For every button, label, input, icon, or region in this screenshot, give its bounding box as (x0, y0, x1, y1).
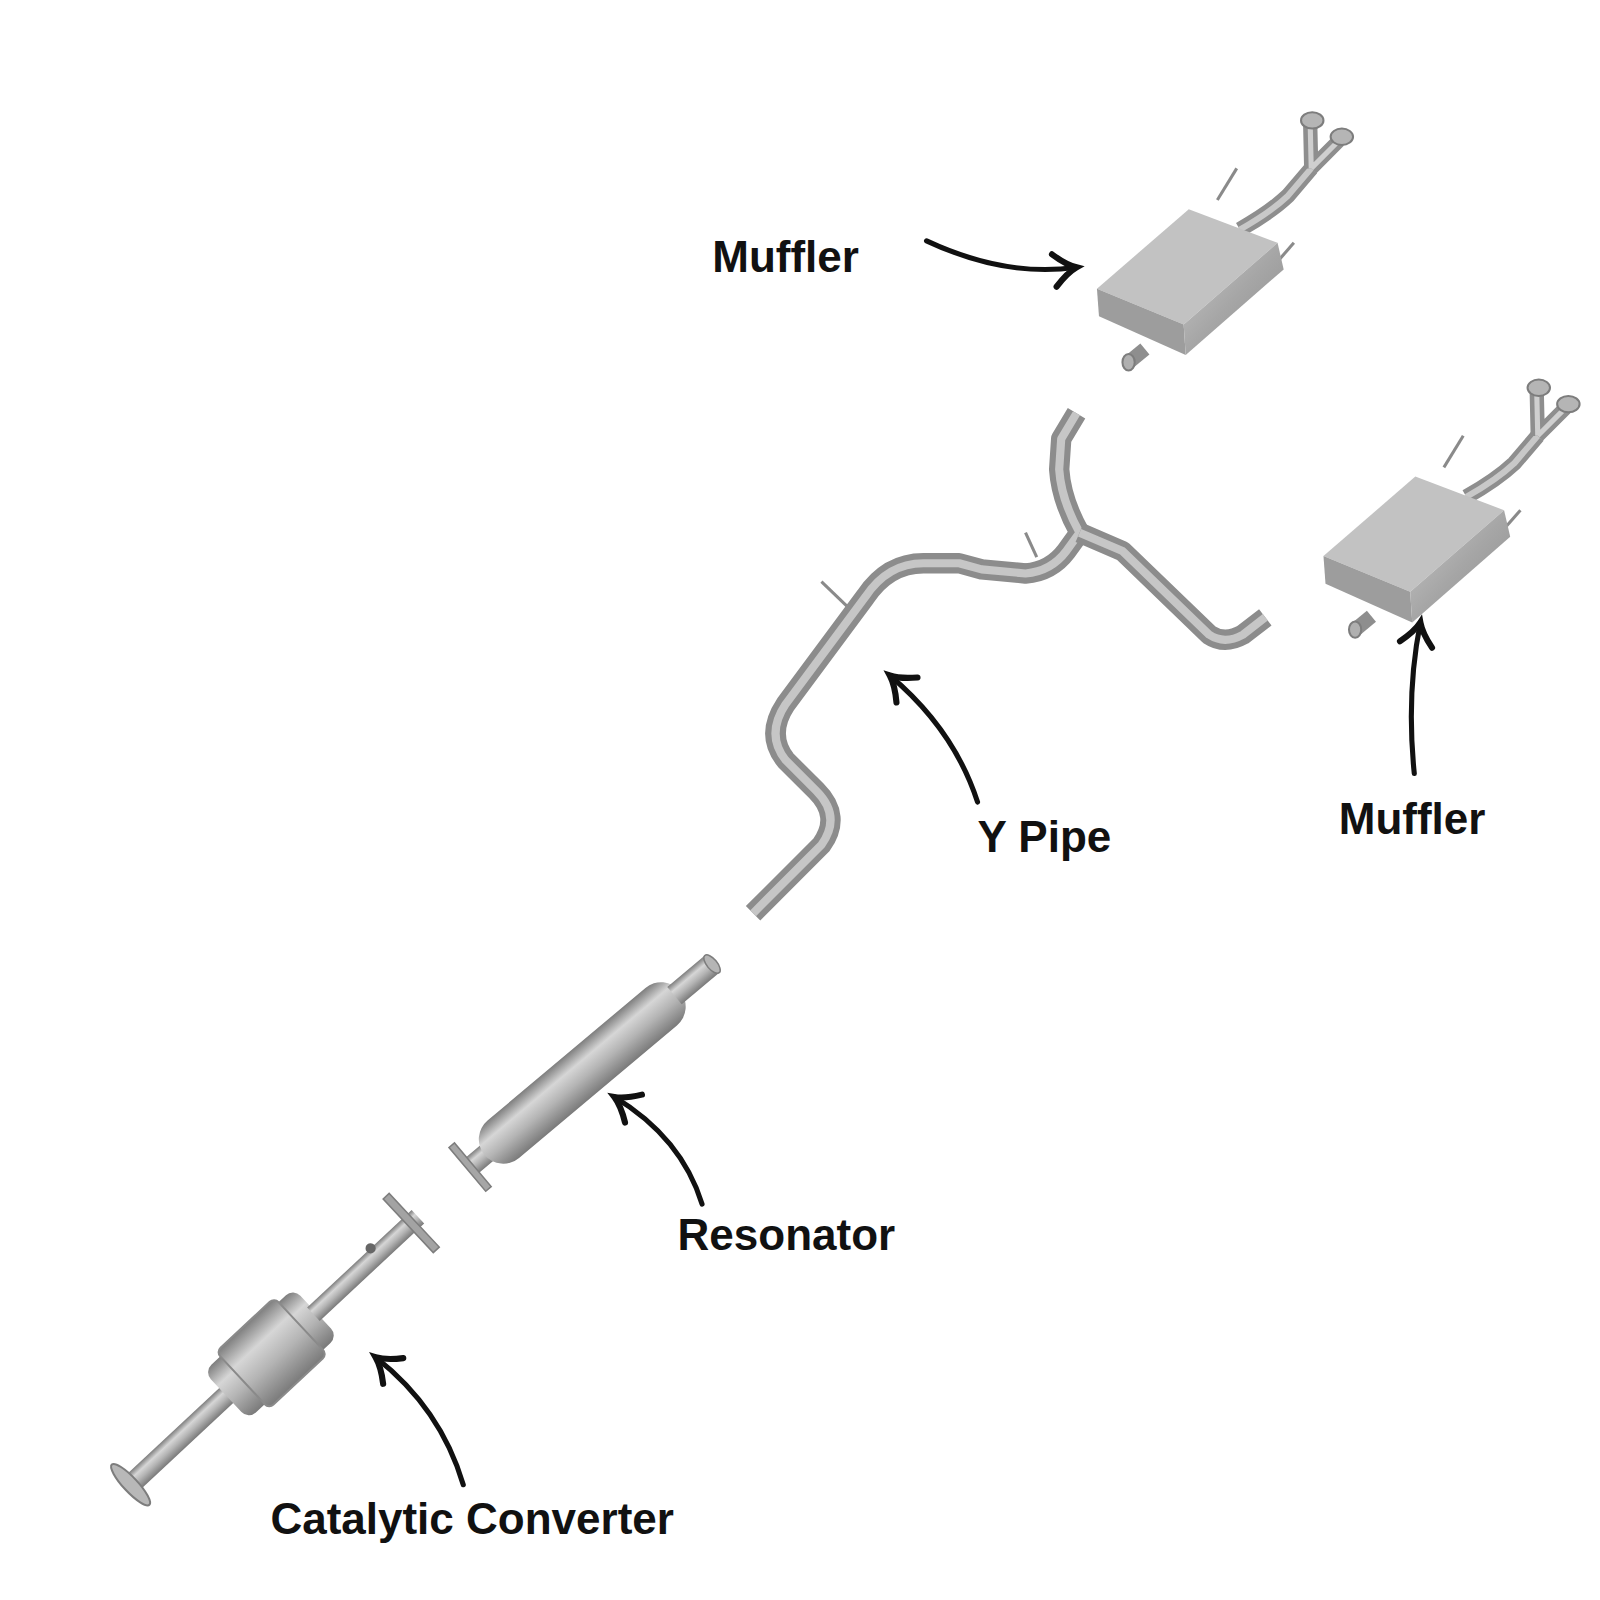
part-label: Y Pipe (978, 815, 1112, 859)
leader-lines (376, 241, 1421, 1485)
part-label: Muffler (1339, 797, 1486, 841)
part-label: Catalytic Converter (270, 1497, 673, 1541)
part-label: Muffler (712, 235, 859, 279)
part-label: Resonator (678, 1213, 896, 1257)
